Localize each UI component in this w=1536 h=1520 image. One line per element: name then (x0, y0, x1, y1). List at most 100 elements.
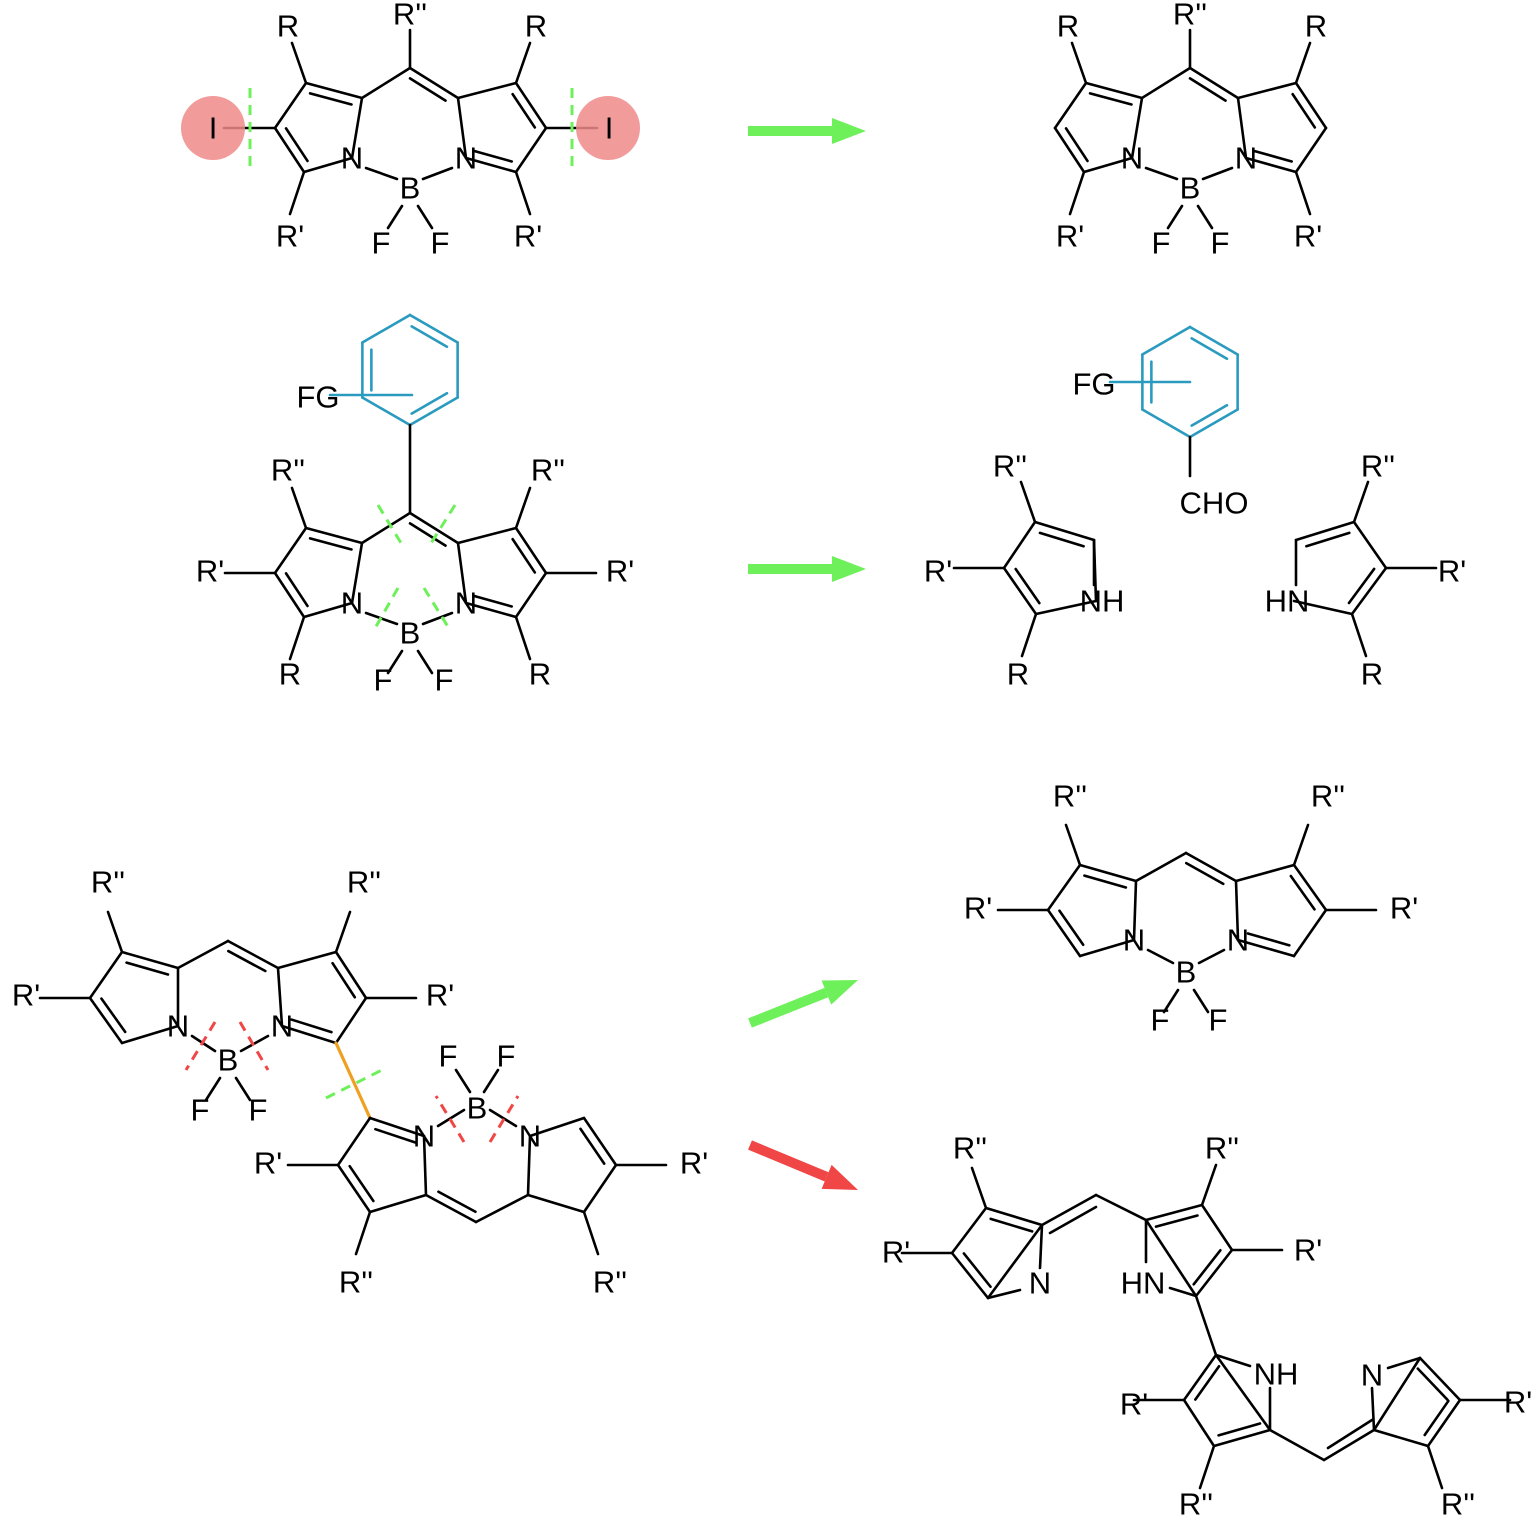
atom-label-n: N (1029, 1266, 1051, 1301)
substituent-bond (1064, 823, 1082, 867)
pyrrole-bond (1194, 1248, 1234, 1298)
pyrrole-bond (950, 1251, 990, 1300)
atom-label-rp: R' (196, 554, 224, 589)
atom-label-f: F (249, 1093, 268, 1128)
atom-label-rp: R' (514, 219, 542, 254)
ring-bond (273, 126, 306, 174)
substituent-bond (1292, 823, 1310, 867)
boron-fluorine-bond (416, 204, 434, 230)
atom-label-rp: R' (1438, 554, 1466, 589)
ring-bond (350, 541, 364, 605)
ring-bond (514, 526, 548, 575)
atom-label-n: N (1123, 923, 1145, 958)
ring-bond (514, 126, 548, 174)
ring-bond (273, 571, 306, 619)
reaction-arrow-green (748, 118, 866, 144)
ring-bond (336, 1163, 372, 1214)
ring-bond (1234, 863, 1296, 883)
double-bond-inner (374, 1127, 417, 1144)
atom-label-f: F (191, 1093, 210, 1128)
double-bond-inner (1083, 874, 1128, 889)
double-bond-inner (1088, 92, 1133, 106)
aryl-ring-bond (361, 313, 412, 344)
double-bond-inner (284, 572, 309, 608)
aryl-ring-bond (1190, 337, 1229, 361)
ring-bond (1140, 66, 1192, 100)
ring-bond (464, 156, 518, 174)
ring-bond (88, 950, 124, 1000)
pyrrole-bond (1038, 1223, 1044, 1270)
ring-bond (304, 526, 364, 545)
double-bond-inner (1289, 874, 1316, 911)
atom-label-r: R (279, 657, 301, 692)
atom-label-rpp: R'' (531, 453, 565, 488)
pyrrole-bond (1200, 1203, 1234, 1252)
meso-cleavage-mark (426, 504, 457, 549)
pyrrole-bond (1002, 520, 1037, 570)
reaction-arrow-green-head (832, 556, 866, 582)
double-bond-inner (408, 77, 447, 102)
aryl-ring-bond (1141, 325, 1192, 356)
pyrrole-bond (1168, 1286, 1198, 1298)
double-bond-inner (308, 537, 353, 551)
ring-bond (526, 1134, 532, 1197)
atom-label-rpp: R'' (1205, 1131, 1239, 1166)
aryl-ring-bond (1188, 408, 1239, 439)
functional-group-label: FG (1072, 367, 1115, 402)
boron-nitrogen-bond (239, 1034, 270, 1053)
atom-label-r: R (1057, 9, 1079, 44)
pyrrole-bond (1214, 1353, 1272, 1432)
double-bond-inner (308, 92, 353, 106)
boron-cleavage-mark (422, 587, 452, 631)
double-bond-inner (1064, 127, 1089, 163)
boron-fluorine-bond (204, 1076, 222, 1102)
substituent-bond (334, 910, 352, 954)
atom-label-r: R (525, 9, 547, 44)
substituent-bond (1294, 41, 1312, 85)
boron-nitrogen-bond (488, 1108, 518, 1128)
ring-bond (464, 601, 518, 619)
atom-label-n: N (455, 141, 477, 176)
pyrrole-bond (1350, 566, 1388, 616)
aryl-ring-bond (1190, 403, 1229, 427)
ring-bond (334, 996, 368, 1045)
substituent-bond (1198, 1444, 1216, 1490)
double-bond-inner (473, 149, 514, 163)
meso-bond-inner (1326, 1418, 1374, 1450)
iodine-highlight (576, 96, 640, 160)
aryl-ring-bond (408, 396, 459, 427)
pyrrole-bond (1214, 1353, 1252, 1368)
double-bond-inner (511, 537, 537, 574)
substituent-bond (514, 170, 532, 216)
ring-bond (528, 1116, 586, 1138)
ring-bond (302, 601, 354, 619)
linker-bond (334, 1041, 372, 1120)
ring-bond (273, 526, 308, 575)
double-bond-inner (1192, 1248, 1222, 1286)
boron-cleavage-mark-red (434, 1095, 466, 1143)
ring-bond (474, 1193, 530, 1224)
ring-bond (360, 66, 412, 100)
pyrrole-hn-label: HN (1265, 584, 1310, 619)
pyrrole-bond (1033, 520, 1096, 542)
double-bond-inner (989, 1217, 1034, 1233)
atom-label-f: F (439, 1039, 458, 1074)
pyrrole-bond (1212, 1428, 1272, 1448)
double-bond-inner (1291, 92, 1317, 129)
substituent-bond (1068, 170, 1086, 216)
substituent-bond (1020, 612, 1038, 658)
double-bond-inner (473, 594, 514, 608)
ring-bond (1188, 66, 1240, 100)
iodine-label: I (209, 111, 218, 146)
meso-bond (1268, 1428, 1326, 1462)
atom-label-r: R (1007, 657, 1029, 692)
reaction-arrow-green (748, 556, 866, 582)
ring-bond (176, 939, 230, 970)
ring-bond (1244, 156, 1298, 174)
ring-bond (1053, 81, 1088, 130)
boron-cleavage-mark-red (238, 1021, 270, 1071)
atom-label-rpp: R'' (953, 1131, 987, 1166)
atom-label-rpp: R'' (1361, 449, 1395, 484)
atom-label-rp: R' (964, 891, 992, 926)
atom-label-rpp: R'' (1179, 1487, 1213, 1520)
